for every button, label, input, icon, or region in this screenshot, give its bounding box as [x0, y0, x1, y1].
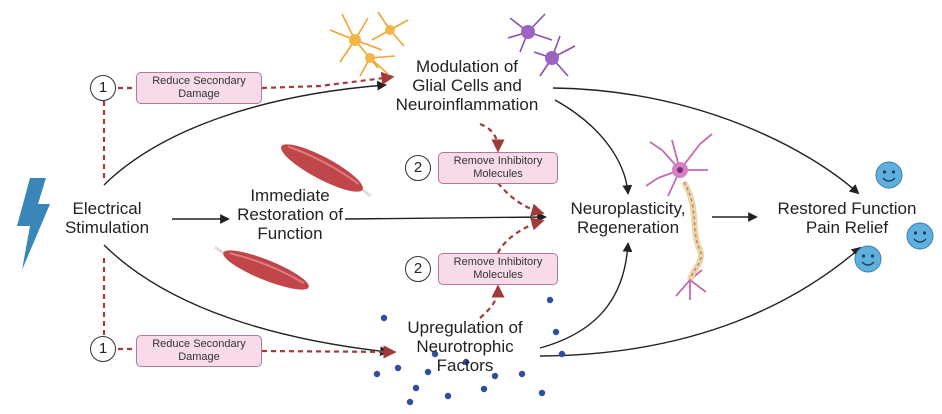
- restored-function-label: Restored Function Pain Relief: [777, 199, 917, 238]
- growth-factor-dot: [462, 358, 470, 366]
- neurotrophic-factors-label: Upregulation of Neurotrophic Factors: [407, 318, 523, 376]
- dashed-pill-to-neurotrophic: [261, 345, 397, 359]
- smiley-icon: [854, 161, 934, 273]
- growth-factor-dot: [552, 328, 560, 336]
- remove-inhibitory-molecules-pill-bottom: Remove Inhibitory Molecules: [438, 253, 558, 285]
- neuroplasticity-label: Neuroplasticity, Regeneration: [570, 199, 686, 238]
- dashed-pill-to-glial: [261, 71, 395, 90]
- growth-factor-dot: [424, 368, 432, 376]
- dashed-remove-to-neuroplasticity: [497, 182, 545, 217]
- growth-factor-dot: [546, 296, 554, 304]
- step-1-marker-top: 1: [90, 75, 116, 101]
- remove-inhibitory-molecules-pill-top: Remove Inhibitory Molecules: [438, 152, 558, 184]
- dashed-neurotrophic-to-remove: [479, 284, 505, 319]
- growth-factor-dot: [394, 364, 402, 372]
- reduce-secondary-damage-pill-bottom: Reduce Secondary Damage: [136, 335, 262, 367]
- reduce-secondary-damage-pill-top: Reduce Secondary Damage: [136, 72, 262, 104]
- step-1-marker-bottom: 1: [90, 336, 116, 362]
- arrow-glial-to-neuroplasticity: [554, 99, 633, 195]
- dashed-remove-up-to-neuroplasticity: [497, 217, 545, 254]
- muscle-icon: [281, 144, 372, 198]
- growth-factor-dot: [444, 392, 452, 400]
- growth-factor-dot: [431, 350, 439, 358]
- growth-factor-dot: [380, 314, 388, 322]
- growth-factor-dots: [373, 296, 566, 406]
- microglia-icon: [507, 13, 576, 77]
- muscle-icon-2: [214, 245, 309, 290]
- growth-factor-dot: [491, 372, 499, 380]
- immediate-restoration-label: Immediate Restoration of Function: [237, 186, 343, 244]
- arrow-glial-to-restored: [552, 87, 860, 195]
- electrical-stimulation-label: Electrical Stimulation: [64, 199, 150, 238]
- growth-factor-dot: [412, 384, 420, 392]
- step-2-marker-bottom: 2: [405, 256, 431, 282]
- smiley-icon: [875, 161, 903, 189]
- arrow-neurotrophic-to-restored: [539, 246, 862, 357]
- lightning-icon: [17, 178, 50, 270]
- growth-factor-dot: [558, 350, 566, 358]
- arrow-immediate-to-neuroplasticity: [344, 212, 547, 222]
- dashed-glial-to-remove: [479, 122, 505, 153]
- step-2-marker-top: 2: [405, 155, 431, 181]
- growth-factor-dot: [480, 385, 488, 393]
- arrow-neurotrophic-to-neuroplasticity: [539, 242, 633, 349]
- arrow-stim-to-neurotrophic: [103, 244, 390, 357]
- neuron-icon: [645, 133, 713, 300]
- growth-factor-dot: [538, 389, 546, 397]
- smiley-icon: [854, 245, 882, 273]
- glial-modulation-label: Modulation of Glial Cells and Neuroinfla…: [395, 57, 539, 115]
- growth-factor-dot: [373, 370, 381, 378]
- growth-factor-dot: [406, 398, 414, 406]
- arrow-stim-to-glial: [103, 80, 387, 186]
- smiley-icon: [906, 222, 934, 250]
- growth-factor-dot: [518, 370, 526, 378]
